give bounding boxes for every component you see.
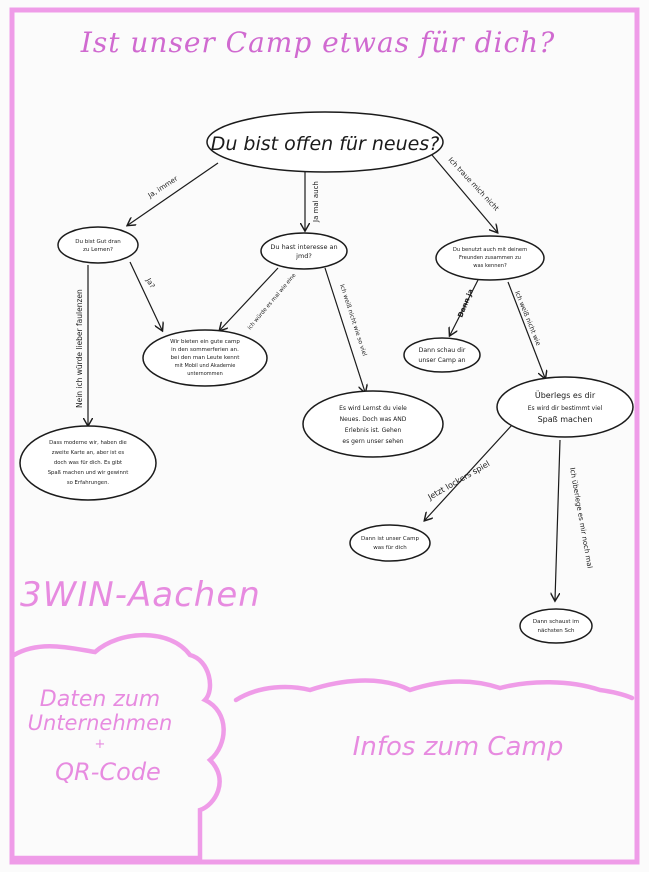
- node-right-small: Dann schau dir unser Camp an: [403, 337, 481, 373]
- node-left-result-line: Dass moderne wir, haben die: [49, 440, 127, 446]
- company-info-line: +: [95, 737, 106, 752]
- outer-frame: [9, 7, 640, 865]
- edge-label-ueberlege-bottom: Ich überlege es mir noch mal: [568, 467, 594, 569]
- node-camp: Dann ist unser Camp was für dich: [349, 524, 431, 562]
- edge-ueberlege-bottom: [555, 439, 561, 600]
- node-bottom-right-shape: [519, 608, 593, 644]
- edge-root-right: [431, 154, 497, 232]
- edge-label-root-left: Ja, immer: [146, 175, 179, 201]
- node-offer-line: in den sommerferien an.: [171, 347, 239, 353]
- node-q-left-line: zu Lernen?: [83, 247, 113, 253]
- node-offer-line: bei den man Leute kennt: [171, 355, 241, 361]
- node-offer-line: unternommen: [187, 371, 223, 377]
- edge-root-left: [128, 162, 219, 225]
- node-right-small-shape: [403, 337, 481, 373]
- node-think-line: Es wird dir bestimmt viel: [528, 405, 603, 412]
- node-mid-result-shape: [302, 390, 444, 458]
- node-q-mid-line: Du hast interesse an: [270, 243, 337, 251]
- node-root-shape: [206, 111, 444, 173]
- company-info-line: Unternehmen: [28, 711, 173, 735]
- node-camp-shape: [349, 524, 431, 562]
- node-mid-result-line: Erlebnis ist. Gehen: [345, 427, 402, 434]
- node-camp-line: was für dich: [373, 545, 407, 551]
- edge-label-qleft-center: Ja?: [144, 276, 157, 290]
- edge-ueberlege-camp: [425, 424, 513, 520]
- node-left-result: Dass moderne wir, haben die zweite Karte…: [19, 425, 157, 501]
- poster-title: Ist unser Camp etwas für dich?: [80, 26, 555, 59]
- node-q-left-line: Du bist Gut dran: [75, 239, 121, 245]
- node-offer-line: mit Mobil und Akademie: [175, 363, 236, 369]
- company-info-line: Daten zum: [40, 687, 160, 712]
- node-q-right-line: Freunden zusammen zu: [459, 255, 521, 261]
- node-left-result-shape: [19, 425, 157, 501]
- node-root: Du bist offen für neues?: [206, 111, 444, 173]
- node-think: Überlegs es dir Es wird dir bestimmt vie…: [496, 376, 634, 438]
- node-think-line: Überlegs es dir: [535, 390, 596, 400]
- node-left-result-line: so Erfahrungen.: [67, 480, 110, 486]
- node-offer: Wir bieten ein gute camp in den sommerfe…: [142, 329, 268, 387]
- node-q-right-line: was kennen?: [473, 263, 507, 269]
- edge-label-ueberlege-camp: Jetzt lockers spiel: [426, 459, 492, 502]
- node-mid-result-line: Neues. Doch was AND: [340, 416, 407, 423]
- edge-qright-small: [450, 279, 479, 335]
- node-offer-shape: [142, 329, 268, 387]
- edge-label-qright-small: Dann ja: [456, 288, 475, 319]
- node-q-left-shape: [57, 226, 139, 264]
- node-bottom-right-line: nächsten Sch: [537, 628, 575, 634]
- edge-label-qleft-bottom: Nein ich würde lieber faulenzen: [75, 289, 84, 408]
- node-left-result-line: Spaß machen und wir gewinnt: [48, 470, 129, 476]
- node-q-mid: Du hast interesse an jmd?: [260, 232, 348, 270]
- node-right-small-line: Dann schau dir: [419, 347, 466, 354]
- company-cloud: [11, 632, 226, 861]
- edge-qleft-center: [129, 261, 162, 330]
- brand-wordmark: 3WIN-Aachen: [20, 575, 261, 615]
- node-mid-result: Es wird Lernst du viele Neues. Doch was …: [302, 390, 444, 458]
- edge-label-qright-ueberlege: Ich weiß nicht wie: [513, 290, 542, 347]
- node-camp-line: Dann ist unser Camp: [361, 536, 419, 542]
- edge-qmid-center: [220, 267, 279, 330]
- edge-qmid-bottom: [324, 267, 365, 392]
- node-q-left: Du bist Gut dran zu Lernen?: [57, 226, 139, 264]
- node-think-line: Spaß machen: [538, 415, 593, 424]
- info-cloud: [233, 678, 635, 703]
- node-q-right-line: Du benutzt auch mit deinem: [453, 247, 527, 253]
- node-mid-result-line: Es wird Lernst du viele: [339, 405, 407, 412]
- edge-label-qmid-bottom: Ich weiß nicht wie so viel: [338, 283, 368, 357]
- node-q-mid-line: jmd?: [295, 252, 312, 260]
- node-bottom-right-line: Dann schaust im: [533, 619, 579, 625]
- node-left-result-line: doch was für dich. Es gibt: [54, 460, 122, 466]
- edge-label-qmid-center: ich würde es mal wie eine: [247, 272, 298, 331]
- node-q-mid-shape: [260, 232, 348, 270]
- node-left-result-line: zweite Karte an, aber ist es: [52, 450, 125, 456]
- company-info-line: QR-Code: [55, 758, 161, 786]
- camp-info-label: Infos zum Camp: [353, 732, 564, 762]
- node-mid-result-line: es gern unser sehen: [342, 438, 403, 445]
- node-q-right-shape: [435, 235, 545, 281]
- node-bottom-right: Dann schaust im nächsten Sch: [519, 608, 593, 644]
- node-offer-line: Wir bieten ein gute camp: [170, 339, 240, 345]
- node-think-shape: [496, 376, 634, 438]
- edge-label-root-mid: Ja mal auch: [312, 181, 320, 223]
- edge-qright-ueberlege: [507, 281, 545, 378]
- node-right-small-line: unser Camp an: [418, 357, 465, 364]
- node-q-right: Du benutzt auch mit deinem Freunden zusa…: [435, 235, 545, 281]
- node-root-label: Du bist offen für neues?: [211, 133, 440, 155]
